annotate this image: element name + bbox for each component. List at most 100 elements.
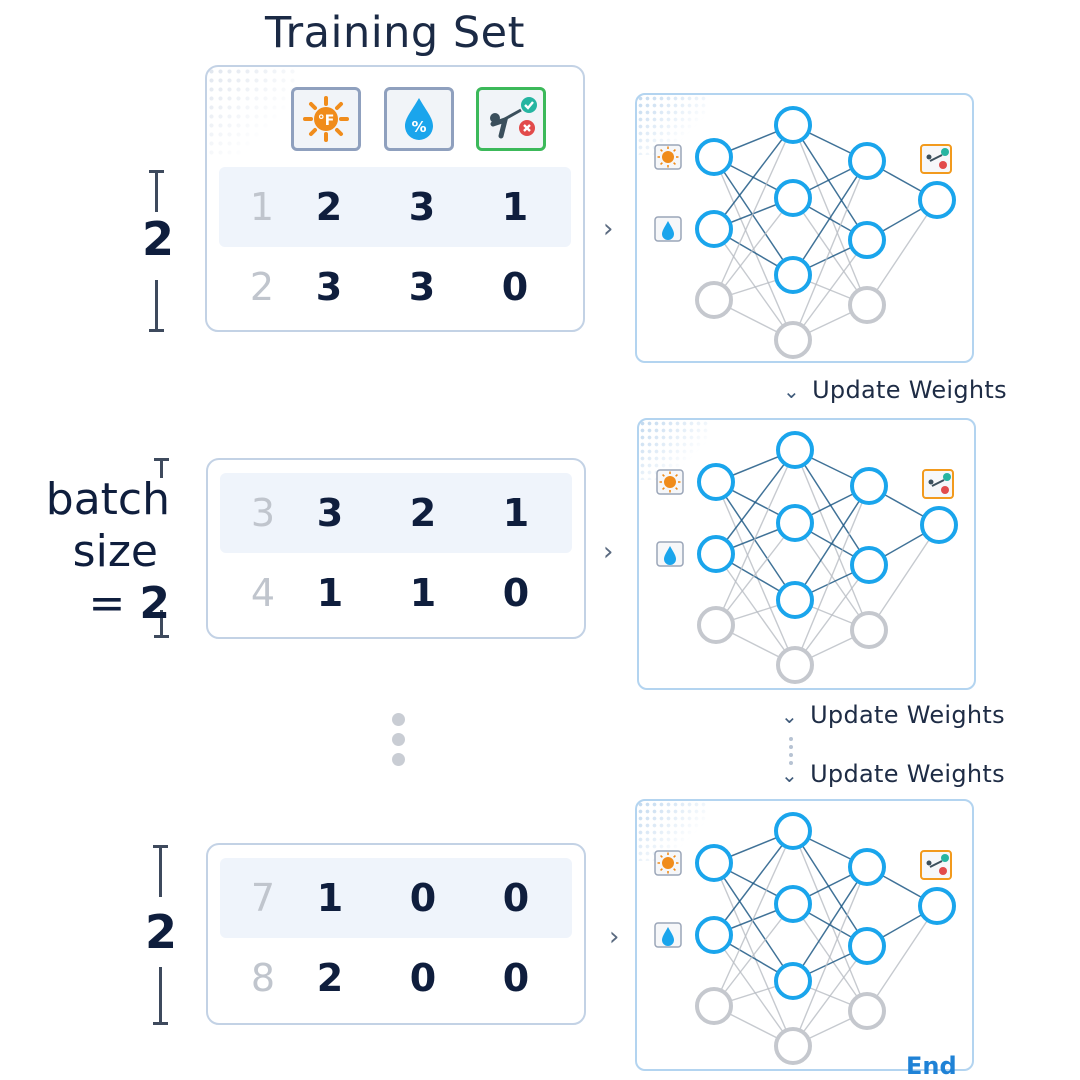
- play-golf-icon: [476, 87, 546, 151]
- humidity-value: 1: [409, 571, 437, 615]
- batch-2-bracket: [154, 458, 169, 638]
- page-title: Training Set: [265, 8, 525, 58]
- row-index: 7: [250, 876, 276, 920]
- neural-network-panel-1: [635, 93, 974, 363]
- neuron-active: [776, 431, 814, 469]
- neuron-inactive: [776, 646, 814, 684]
- batch-size-value-row: = 2: [20, 578, 170, 630]
- neuron-active: [918, 887, 956, 925]
- temperature-value: 1: [316, 876, 344, 920]
- network-edge: [792, 945, 868, 1047]
- update-weights-label: ⌄Update Weights: [781, 760, 1005, 788]
- network-edge: [792, 160, 868, 276]
- temperature-input-icon: [654, 144, 682, 170]
- neuron-active: [848, 927, 886, 965]
- update-weights-label: ⌄Update Weights: [783, 376, 1007, 404]
- network-edge: [792, 160, 868, 341]
- humidity-input-icon: [654, 216, 682, 242]
- network-edge: [715, 553, 796, 666]
- play-golf-value: 0: [501, 265, 529, 309]
- chevron-right-icon: ›: [603, 537, 614, 567]
- temperature-value: 1: [316, 571, 344, 615]
- table-row: 4 1 1 0: [220, 553, 572, 633]
- batch-size-label: batch size = 2: [20, 474, 170, 630]
- temperature-value: 2: [316, 956, 344, 1000]
- batch-size-equals: =: [88, 578, 140, 629]
- network-edge: [713, 124, 794, 230]
- network-edge: [713, 830, 794, 936]
- training-table-batch-2: 3 3 2 1 4 1 1 0: [206, 458, 586, 639]
- network-edge: [792, 239, 868, 341]
- neuron-active: [774, 812, 812, 850]
- batch-size-label-line1: batch: [45, 474, 170, 525]
- end-label: End: [906, 1052, 957, 1080]
- neuron-active: [848, 142, 886, 180]
- chevron-down-icon: ⌄: [781, 763, 799, 787]
- row-index: 8: [250, 956, 276, 1000]
- network-edge: [713, 934, 794, 1047]
- batch-1-size: 2: [142, 212, 175, 266]
- humidity-value: 0: [409, 876, 437, 920]
- play-golf-value: 1: [501, 185, 529, 229]
- humidity-value: 0: [409, 956, 437, 1000]
- neuron-active: [695, 916, 733, 954]
- neural-network-panel-3: [635, 799, 974, 1071]
- row-index: 1: [249, 185, 275, 229]
- network-edge: [713, 156, 794, 276]
- play-golf-output-icon: [922, 469, 954, 499]
- play-golf-value: 0: [502, 876, 530, 920]
- network-edge: [866, 905, 938, 1012]
- neuron-inactive: [848, 286, 886, 324]
- temperature-input-icon: [654, 850, 682, 876]
- neuron-active: [776, 581, 814, 619]
- humidity-value: 2: [409, 491, 437, 535]
- network-edge: [792, 866, 868, 1047]
- humidity-input-icon: [654, 922, 682, 948]
- update-weights-text: Update Weights: [810, 701, 1005, 729]
- table-row: 7 1 0 0: [220, 858, 572, 938]
- network-edge: [794, 564, 870, 666]
- network-edge: [713, 862, 794, 982]
- neuron-active: [695, 844, 733, 882]
- table-row: 2 3 3 0: [219, 247, 571, 327]
- table-row: 3 3 2 1: [220, 473, 572, 553]
- neuron-active: [850, 467, 888, 505]
- network-edge: [713, 197, 794, 301]
- network-edges: [713, 830, 938, 1047]
- chevron-down-icon: ⌄: [781, 704, 799, 728]
- temperature-input-icon: [656, 469, 684, 495]
- neural-network-panel-2: [637, 418, 976, 690]
- network-edge: [794, 449, 870, 566]
- humidity-input-icon: [656, 541, 684, 567]
- neuron-inactive: [697, 606, 735, 644]
- neuron-active: [695, 210, 733, 248]
- chevron-right-icon: ›: [609, 922, 620, 952]
- network-edge: [792, 830, 868, 947]
- batch-3-size: 2: [145, 905, 178, 959]
- neuron-active: [848, 848, 886, 886]
- network-edge: [713, 830, 794, 1007]
- play-golf-value: 0: [502, 956, 530, 1000]
- neuron-active: [697, 463, 735, 501]
- neural-network-diagram: [656, 431, 958, 684]
- temperature-icon: °F: [291, 87, 361, 151]
- network-edge: [715, 481, 796, 601]
- network-edge: [794, 485, 870, 666]
- table-row: 1 2 3 1: [219, 167, 571, 247]
- neuron-active: [850, 546, 888, 584]
- network-edge: [866, 199, 938, 306]
- neuron-inactive: [774, 1027, 812, 1065]
- neuron-active: [697, 535, 735, 573]
- temperature-icon-text: °F: [318, 113, 335, 129]
- network-edge: [713, 124, 794, 301]
- network-edge: [713, 228, 794, 341]
- vertical-ellipsis-icon: [392, 713, 406, 773]
- batch-3-bracket: [153, 845, 168, 1025]
- temperature-value: 3: [316, 491, 344, 535]
- network-edge: [713, 903, 794, 1007]
- batch-size-label-line2: size: [72, 526, 158, 577]
- network-edge: [792, 124, 868, 306]
- humidity-icon-text: %: [411, 118, 426, 136]
- neuron-active: [695, 138, 733, 176]
- neuron-active: [918, 181, 956, 219]
